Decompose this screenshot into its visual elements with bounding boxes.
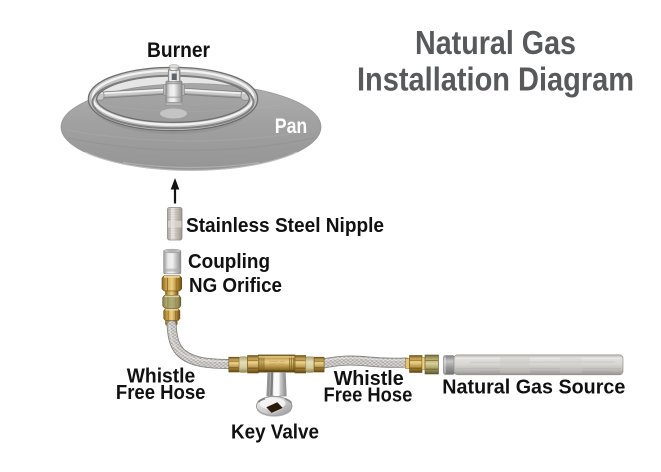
svg-text:Whistle: Whistle (127, 366, 196, 388)
svg-text:Natural Gas: Natural Gas (415, 24, 576, 61)
svg-text:NG Orifice: NG Orifice (189, 275, 282, 297)
svg-text:Burner: Burner (147, 38, 211, 62)
svg-text:Key Valve: Key Valve (231, 421, 319, 444)
svg-text:Natural Gas Source: Natural Gas Source (442, 377, 625, 399)
svg-text:Whistle: Whistle (334, 368, 404, 390)
svg-text:Free Hose: Free Hose (116, 382, 206, 404)
svg-text:Free Hose: Free Hose (324, 384, 413, 406)
svg-text:Stainless Steel Nipple: Stainless Steel Nipple (186, 215, 384, 237)
svg-text:Installation Diagram: Installation Diagram (357, 61, 634, 98)
svg-text:Pan: Pan (275, 115, 308, 138)
svg-text:Coupling: Coupling (188, 251, 270, 273)
